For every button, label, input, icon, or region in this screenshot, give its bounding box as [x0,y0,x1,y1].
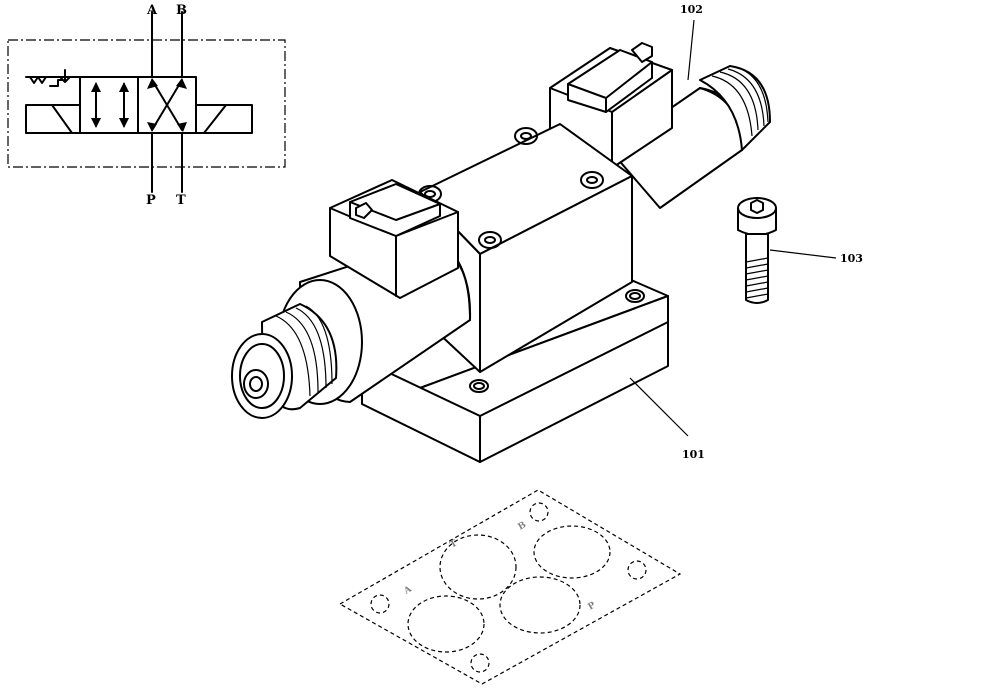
front-connector-block [329,179,459,299]
gasket-bolt-hole [470,653,490,673]
port-t-label: T [176,193,186,208]
gasket-bolt-hole [529,502,549,522]
spool-box-left [79,76,139,134]
gasket-mark-p: P [587,600,598,612]
socket-head-screw [737,197,777,304]
schematic-boundary [7,39,286,168]
port-p-label: P [146,193,156,208]
solenoid-actuator-left-icon [25,69,81,134]
callout-103: 103 [840,252,863,265]
gasket-bolt-hole [370,594,390,614]
rear-knurled-knob [699,65,771,151]
gasket-port-a [407,595,485,653]
front-knurled-knob [231,303,338,419]
gasket-mark-a: A [402,584,415,597]
gasket-port-b [533,525,611,579]
port-a-label: A [146,3,158,18]
port-b-label: B [176,3,187,18]
rear-connector-block [549,42,673,169]
valve-schematic-symbol: A B P T [7,3,286,208]
parallel-arrows-icon [91,82,129,128]
valve-gasket: T B A P [338,489,682,685]
callout-leaders [629,19,837,437]
callout-101: 101 [682,448,705,461]
rear-solenoid-coil [609,65,771,209]
solenoid-actuator-right-icon [195,104,253,134]
gasket-bolt-hole [627,560,647,580]
gasket-mark-t: T [449,538,460,550]
gasket-port-p [499,576,581,634]
gasket-port-t [439,534,517,600]
gasket-mark-b: B [517,520,529,533]
crossing-arrows-icon [147,78,187,132]
callout-102: 102 [680,3,703,16]
directional-valve-assembly [231,42,771,463]
